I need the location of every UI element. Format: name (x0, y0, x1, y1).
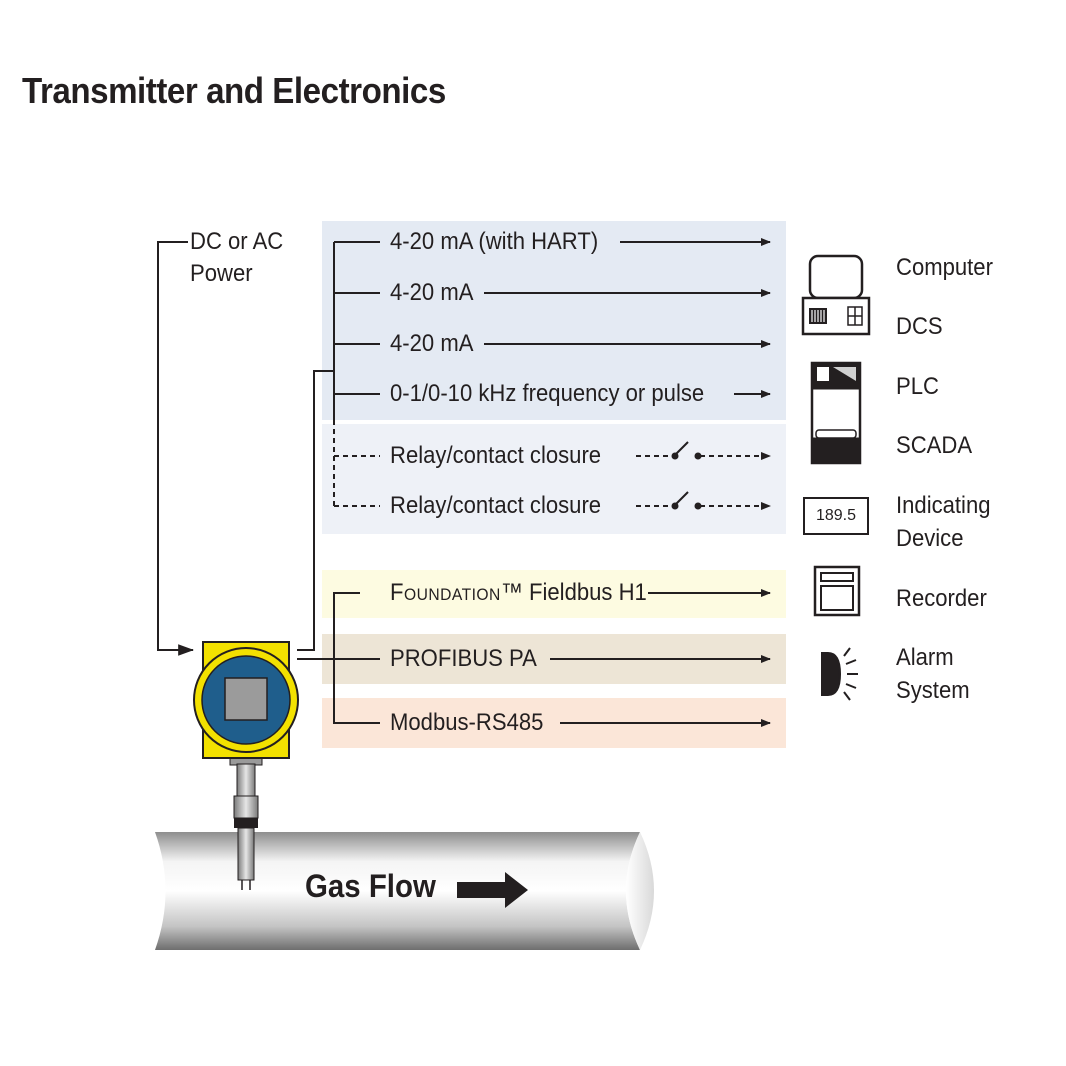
output-hart: 4-20 mA (with HART) (390, 228, 599, 255)
flow-arrow-icon (457, 872, 528, 908)
transmitter-analog-link (297, 370, 334, 651)
plc-icon (810, 361, 862, 465)
device-dcs: DCS (896, 313, 943, 340)
gas-pipe (155, 832, 654, 950)
page-title: Transmitter and Electronics (22, 70, 446, 111)
output-profibus: PROFIBUS PA (390, 645, 537, 672)
relay-output-band (322, 424, 786, 534)
foundation-smallcaps: FOUNDATION (390, 579, 501, 606)
power-label-line1: DC or AC (190, 228, 284, 255)
output-4-20ma-1: 4-20 mA (390, 279, 474, 306)
foundation-first-letter: F (390, 579, 404, 606)
device-indicating-line1: Indicating (896, 492, 991, 519)
foundation-rest: ™ Fieldbus H1 (500, 579, 647, 606)
gas-flow-label: Gas Flow (305, 868, 436, 904)
alarm-icon (821, 647, 858, 701)
output-modbus: Modbus-RS485 (390, 709, 544, 736)
device-recorder: Recorder (896, 585, 987, 612)
transmitter-icon (193, 641, 299, 759)
output-relay-1: Relay/contact closure (390, 442, 602, 469)
device-scada: SCADA (896, 432, 973, 459)
output-relay-2: Relay/contact closure (390, 492, 602, 519)
foundation-rest-letters: OUNDATION (403, 585, 501, 604)
output-frequency: 0-1/0-10 kHz frequency or pulse (390, 380, 705, 407)
device-computer: Computer (896, 254, 993, 281)
power-line (157, 241, 195, 656)
recorder-icon (813, 565, 861, 617)
output-4-20ma-2: 4-20 mA (390, 330, 474, 357)
transmitter-probe (229, 754, 263, 890)
device-alarm-line1: Alarm (896, 644, 954, 671)
device-indicating-line2: Device (896, 525, 964, 552)
computer-icon (801, 254, 871, 336)
analog-output-band (322, 221, 786, 420)
indicating-device-display: 189.5 (803, 497, 869, 535)
output-foundation: FOUNDATION™ Fieldbus H1 (390, 579, 647, 609)
device-plc: PLC (896, 373, 939, 400)
device-alarm-line2: System (896, 677, 970, 704)
power-label-line2: Power (190, 260, 253, 287)
